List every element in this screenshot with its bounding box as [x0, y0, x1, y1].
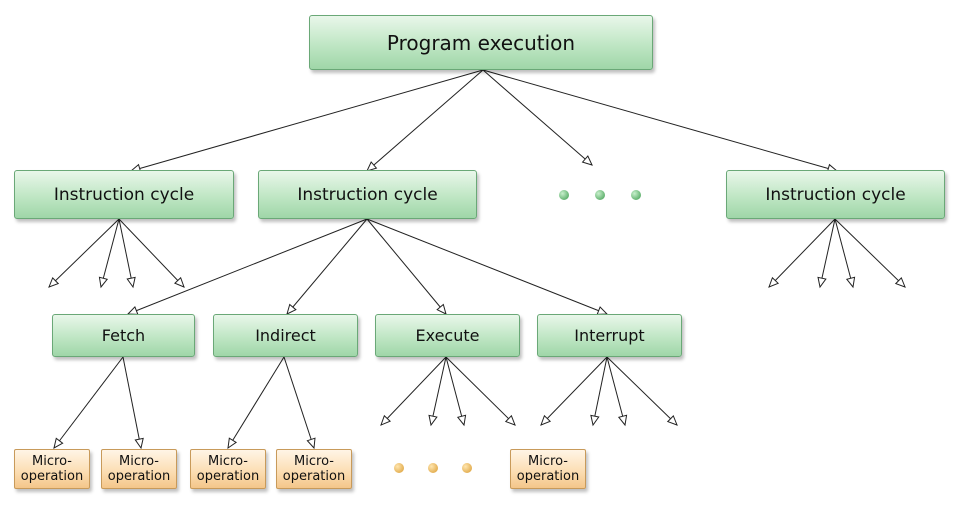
instruction-cycle-label: Instruction cycle	[297, 184, 438, 205]
connector-line	[606, 356, 678, 426]
instruction-cycle-node-1[interactable]: Instruction cycle	[14, 170, 234, 219]
connector-line	[606, 356, 626, 426]
instruction-cycle-label: Instruction cycle	[765, 184, 906, 205]
arrowhead	[540, 414, 552, 426]
indirect-node[interactable]: Indirect	[213, 314, 358, 357]
arrowhead	[98, 276, 109, 289]
connector-line	[122, 356, 142, 449]
connector-line	[127, 218, 368, 315]
program-execution-label: Program execution	[386, 30, 576, 55]
arrowhead	[894, 276, 906, 288]
connector-line	[227, 356, 285, 449]
indirect-label: Indirect	[255, 326, 316, 345]
connector-line	[834, 218, 854, 288]
micro-operation-node[interactable]: Micro- operation	[14, 449, 90, 489]
connector-line	[482, 69, 838, 172]
micro-operation-line2: operation	[196, 469, 260, 484]
execute-label: Execute	[415, 326, 480, 345]
connector-line	[834, 218, 906, 288]
ellipsis-dot	[462, 463, 472, 473]
interrupt-label: Interrupt	[574, 326, 645, 345]
arrowhead	[504, 414, 516, 426]
micro-operation-node[interactable]: Micro- operation	[276, 449, 352, 489]
ellipsis-dot	[428, 463, 438, 473]
arrowhead	[380, 414, 392, 426]
ellipsis-dot	[559, 190, 569, 200]
connector-line	[445, 356, 465, 426]
connector-line	[366, 218, 608, 315]
arrowhead	[666, 414, 678, 426]
micro-operation-node[interactable]: Micro- operation	[510, 449, 586, 489]
micro-operation-line1: Micro-	[528, 454, 568, 469]
arrowhead	[126, 276, 136, 289]
instruction-cycle-node-3[interactable]: Instruction cycle	[726, 170, 945, 219]
arrowhead	[456, 414, 467, 427]
micro-operation-line1: Micro-	[294, 454, 334, 469]
arrowhead	[436, 303, 447, 315]
connector-line	[118, 218, 134, 288]
micro-operation-line2: operation	[516, 469, 580, 484]
micro-operation-line1: Micro-	[119, 454, 159, 469]
micro-operation-line2: operation	[282, 469, 346, 484]
micro-operation-line2: operation	[107, 469, 171, 484]
arrowhead	[48, 276, 60, 288]
connector-line	[286, 218, 368, 315]
arrowhead	[306, 437, 316, 450]
fetch-node[interactable]: Fetch	[52, 314, 195, 357]
arrowhead	[366, 161, 378, 172]
micro-operation-node[interactable]: Micro- operation	[101, 449, 177, 489]
arrowhead	[227, 437, 238, 450]
connector-line	[283, 356, 315, 449]
micro-operation-line1: Micro-	[208, 454, 248, 469]
execute-node[interactable]: Execute	[375, 314, 520, 357]
arrowhead	[428, 414, 438, 427]
connector-line	[430, 356, 447, 426]
connector-line	[366, 69, 484, 172]
arrowhead	[286, 303, 297, 315]
arrowhead	[768, 276, 780, 288]
instruction-cycle-node-2[interactable]: Instruction cycle	[258, 170, 477, 219]
arrowhead	[173, 276, 185, 288]
connector-line	[445, 356, 516, 426]
connector-line	[768, 218, 836, 288]
micro-operation-node[interactable]: Micro- operation	[190, 449, 266, 489]
ellipsis-dot	[394, 463, 404, 473]
connector-line	[592, 356, 608, 426]
arrowhead	[134, 437, 144, 450]
program-execution-node[interactable]: Program execution	[309, 15, 653, 70]
fetch-label: Fetch	[101, 326, 146, 345]
arrowhead	[53, 437, 64, 449]
connector-line	[819, 218, 836, 288]
ellipsis-dot	[595, 190, 605, 200]
arrowhead	[590, 414, 600, 427]
connector-line	[48, 218, 120, 288]
connector-line	[380, 356, 447, 426]
micro-operation-line1: Micro-	[32, 454, 72, 469]
micro-operation-line2: operation	[20, 469, 84, 484]
interrupt-node[interactable]: Interrupt	[537, 314, 682, 357]
connector-line	[53, 356, 124, 449]
connector-line	[540, 356, 608, 426]
connector-line	[366, 218, 447, 315]
arrowhead	[617, 414, 628, 427]
arrowhead	[845, 276, 856, 289]
connector-line	[482, 69, 593, 166]
connector-line	[130, 69, 484, 172]
connector-line	[118, 218, 185, 288]
connector-line	[100, 218, 120, 288]
instruction-cycle-label: Instruction cycle	[53, 184, 195, 205]
arrowhead	[581, 155, 593, 166]
ellipsis-dot	[631, 190, 641, 200]
arrowhead	[817, 276, 827, 289]
